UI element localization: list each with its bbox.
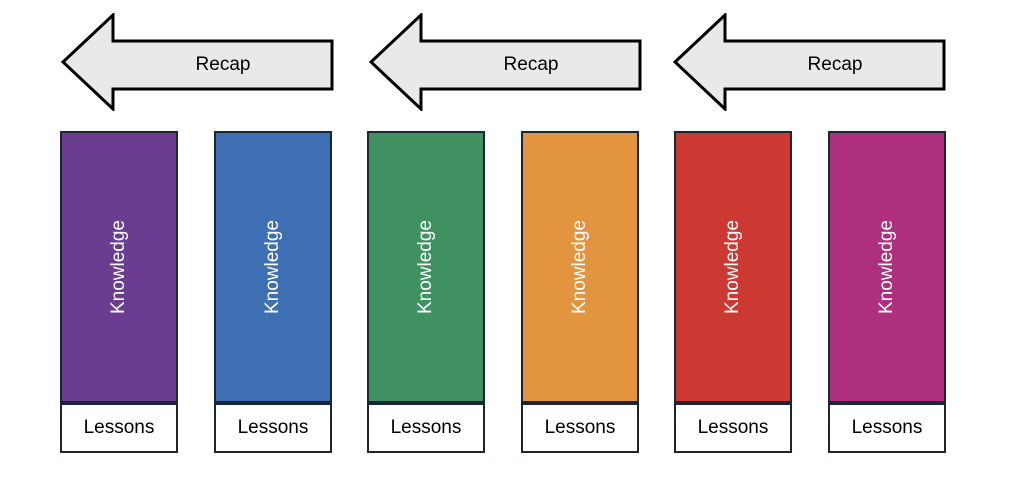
knowledge-column-6: Knowledge Lessons bbox=[828, 131, 946, 453]
knowledge-column-1: Knowledge Lessons bbox=[60, 131, 178, 453]
knowledge-label: Knowledge bbox=[415, 219, 436, 315]
left-block-arrow-icon bbox=[61, 13, 334, 111]
lessons-label: Lessons bbox=[697, 417, 769, 438]
recap-arrow-2: Recap bbox=[369, 13, 642, 111]
lessons-label: Lessons bbox=[83, 417, 155, 438]
knowledge-label: Knowledge bbox=[569, 219, 590, 315]
knowledge-box: Knowledge bbox=[674, 131, 792, 403]
knowledge-box: Knowledge bbox=[60, 131, 178, 403]
knowledge-label: Knowledge bbox=[876, 219, 897, 315]
knowledge-box: Knowledge bbox=[367, 131, 485, 403]
knowledge-column-2: Knowledge Lessons bbox=[214, 131, 332, 453]
knowledge-column-5: Knowledge Lessons bbox=[674, 131, 792, 453]
lessons-box: Lessons bbox=[367, 403, 485, 453]
recap-arrow-label: Recap bbox=[503, 54, 559, 75]
knowledge-box: Knowledge bbox=[214, 131, 332, 403]
knowledge-column-3: Knowledge Lessons bbox=[367, 131, 485, 453]
lessons-box: Lessons bbox=[60, 403, 178, 453]
lessons-label: Lessons bbox=[544, 417, 616, 438]
left-block-arrow-icon bbox=[673, 13, 946, 111]
recap-arrow-3: Recap bbox=[673, 13, 946, 111]
recap-arrow-1: Recap bbox=[61, 13, 334, 111]
left-block-arrow-icon bbox=[369, 13, 642, 111]
knowledge-label: Knowledge bbox=[108, 219, 129, 315]
lessons-box: Lessons bbox=[214, 403, 332, 453]
recap-arrow-label: Recap bbox=[807, 54, 863, 75]
lessons-label: Lessons bbox=[390, 417, 462, 438]
knowledge-column-4: Knowledge Lessons bbox=[521, 131, 639, 453]
lessons-box: Lessons bbox=[521, 403, 639, 453]
knowledge-label: Knowledge bbox=[262, 219, 283, 315]
recap-arrow-label: Recap bbox=[195, 54, 251, 75]
knowledge-label: Knowledge bbox=[722, 219, 743, 315]
lessons-label: Lessons bbox=[851, 417, 923, 438]
knowledge-box: Knowledge bbox=[521, 131, 639, 403]
lessons-label: Lessons bbox=[237, 417, 309, 438]
lessons-box: Lessons bbox=[828, 403, 946, 453]
lessons-box: Lessons bbox=[674, 403, 792, 453]
knowledge-box: Knowledge bbox=[828, 131, 946, 403]
